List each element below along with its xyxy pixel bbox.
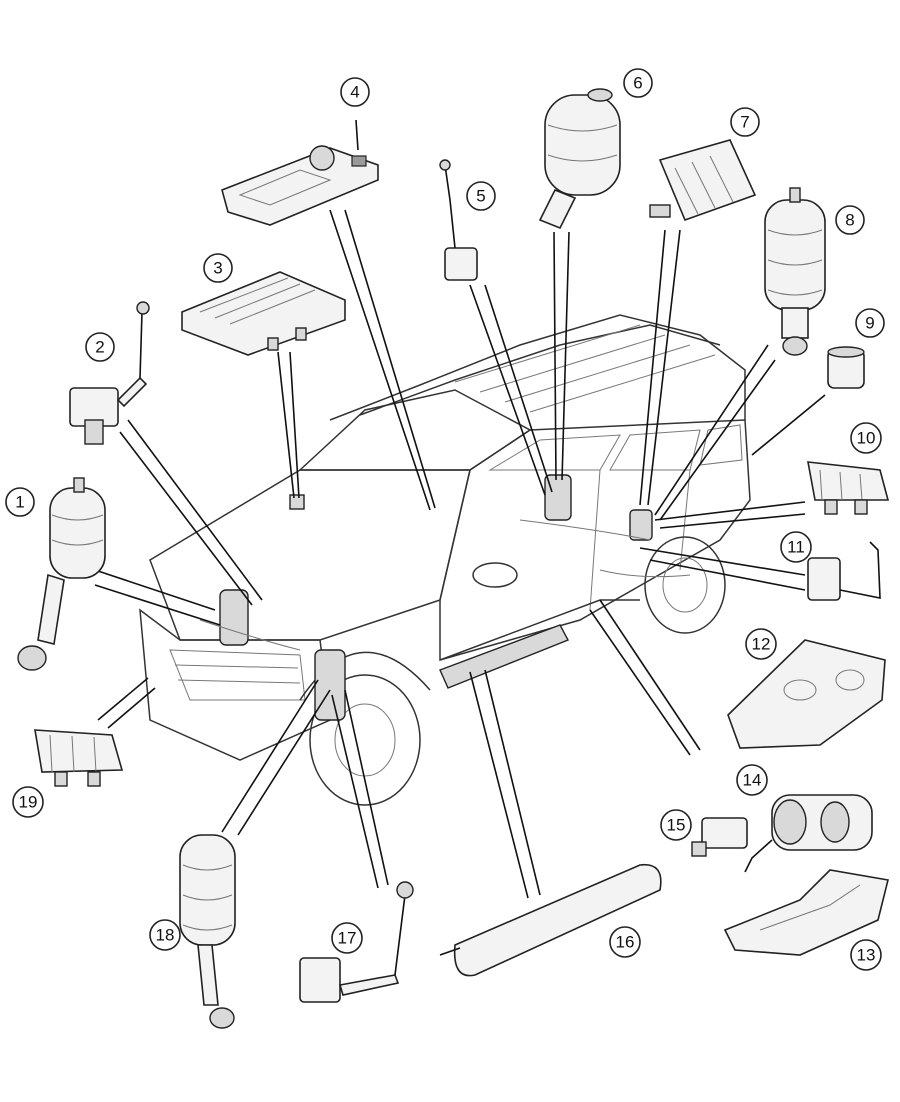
callout-5-label: 5: [476, 187, 485, 206]
part-18-air-spring-damper: [179, 834, 236, 1029]
callout-4: 4: [340, 77, 370, 107]
callout-11-label: 11: [787, 538, 805, 557]
part-1-front-air-spring: [17, 477, 106, 671]
callout-1: 1: [5, 487, 35, 517]
callout-3-label: 3: [213, 259, 222, 278]
callout-2: 2: [85, 332, 115, 362]
callout-16: 16: [609, 926, 641, 958]
callout-1-label: 1: [15, 493, 24, 512]
part-4-console-switch: [221, 119, 379, 226]
callout-16-label: 16: [616, 933, 635, 952]
callout-10: 10: [850, 422, 882, 454]
callout-12-label: 12: [752, 635, 771, 654]
part-15-valve: [691, 817, 748, 857]
part-10-valve-block: [807, 461, 890, 515]
callout-7-label: 7: [740, 113, 749, 132]
callout-6: 6: [623, 68, 653, 98]
callout-13-label: 13: [857, 946, 876, 965]
part-13-mounting-bracket: [723, 869, 889, 956]
callout-14-label: 14: [743, 771, 762, 790]
callout-14: 14: [736, 764, 768, 796]
callout-19: 19: [12, 786, 44, 818]
callout-8: 8: [835, 205, 865, 235]
part-2-height-sensor: [69, 301, 150, 445]
callout-15-label: 15: [667, 816, 686, 835]
part-7-air-canister: [649, 139, 757, 222]
callout-15: 15: [660, 809, 692, 841]
part-17-height-sensor: [299, 881, 414, 1003]
callout-8-label: 8: [845, 211, 854, 230]
callout-5: 5: [466, 181, 496, 211]
leader-lines: [94, 209, 826, 899]
part-19-valve-block: [34, 729, 124, 787]
callout-10-label: 10: [857, 429, 876, 448]
callout-17-label: 17: [338, 929, 357, 948]
callout-18-label: 18: [156, 926, 175, 945]
callout-17: 17: [331, 922, 363, 954]
part-14-compressor: [744, 794, 873, 873]
part-3-control-module: [181, 271, 346, 356]
part-9-sensor-cap: [827, 346, 865, 389]
callout-3: 3: [203, 253, 233, 283]
callout-6-label: 6: [633, 74, 642, 93]
part-6-rear-air-spring: [538, 88, 621, 230]
installed-components: [199, 474, 691, 721]
part-12-compressor-cover: [727, 639, 886, 749]
vehicle-outline: [139, 314, 751, 806]
callout-12: 12: [745, 628, 777, 660]
callout-9: 9: [855, 308, 885, 338]
callout-7: 7: [730, 107, 760, 137]
callout-2-label: 2: [95, 338, 104, 357]
callout-11: 11: [780, 531, 812, 563]
part-5-height-sensor: [439, 159, 478, 281]
callout-18: 18: [149, 919, 181, 951]
part-8-rear-air-spring: [764, 187, 826, 356]
callout-13: 13: [850, 939, 882, 971]
part-16-air-reservoir: [439, 863, 662, 977]
part-11-height-sensor: [807, 541, 881, 601]
callout-9-label: 9: [865, 314, 874, 333]
callout-4-label: 4: [350, 83, 359, 102]
callout-19-label: 19: [19, 793, 38, 812]
